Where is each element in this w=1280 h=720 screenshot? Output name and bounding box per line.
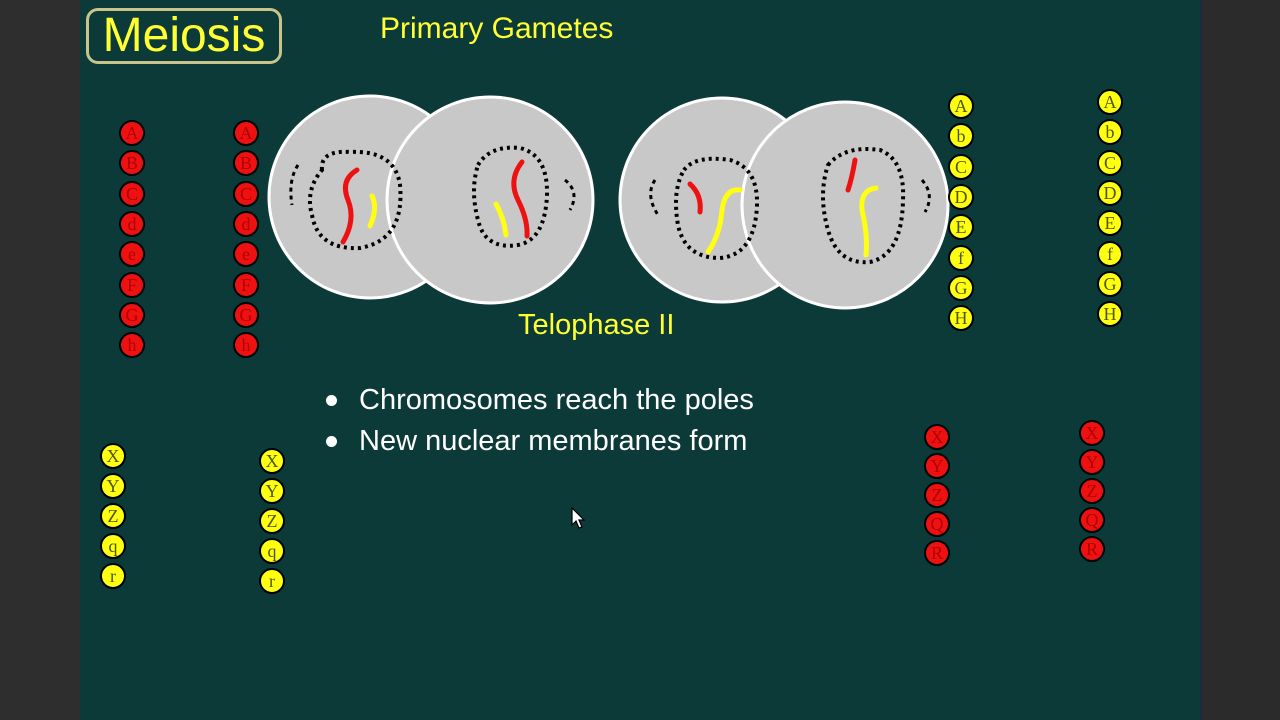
chromosome-yellow bbox=[705, 187, 743, 255]
allele-red: Z bbox=[924, 482, 950, 508]
phase-label: Telophase II bbox=[518, 309, 675, 341]
nuclear-membrane bbox=[821, 147, 906, 265]
mouse-cursor-icon bbox=[571, 507, 585, 529]
allele-yellow: q bbox=[100, 533, 126, 559]
allele-yellow: Y bbox=[259, 478, 285, 504]
slide-subtitle: Primary Gametes bbox=[380, 12, 614, 45]
spindle-remnant bbox=[649, 179, 660, 216]
allele-yellow: X bbox=[259, 448, 285, 474]
chromosome-red bbox=[687, 181, 703, 215]
chromosome-yellow bbox=[493, 201, 509, 238]
right-margin bbox=[1200, 0, 1280, 720]
cell-left-b bbox=[385, 95, 595, 305]
allele-yellow: H bbox=[948, 305, 974, 332]
allele-red: A bbox=[233, 120, 259, 146]
chromosome-yellow bbox=[859, 185, 879, 258]
allele-yellow: Y bbox=[100, 473, 126, 499]
bullet-item: Chromosomes reach the poles bbox=[322, 380, 754, 421]
allele-yellow: f bbox=[1097, 240, 1123, 267]
bullet-text: Chromosomes reach the poles bbox=[359, 384, 754, 416]
bullet-dot bbox=[326, 436, 337, 447]
allele-red: Z bbox=[1079, 478, 1105, 504]
allele-yellow: f bbox=[948, 244, 974, 271]
bullet-list: Chromosomes reach the poles New nuclear … bbox=[322, 380, 754, 462]
allele-yellow: X bbox=[100, 443, 126, 469]
allele-yellow: E bbox=[1097, 210, 1123, 237]
allele-yellow: b bbox=[1097, 119, 1123, 146]
chromosome-yellow bbox=[367, 193, 378, 229]
cell-right-b bbox=[740, 100, 950, 310]
allele-red: F bbox=[119, 271, 145, 298]
allele-red: Q bbox=[1079, 507, 1105, 533]
allele-red: F bbox=[233, 271, 259, 298]
allele-red: A bbox=[119, 120, 145, 146]
allele-red: X bbox=[924, 424, 950, 450]
nuclear-membrane bbox=[472, 145, 550, 248]
allele-red: R bbox=[924, 540, 950, 566]
allele-red: C bbox=[119, 180, 145, 207]
spindle-remnant bbox=[920, 179, 931, 213]
allele-yellow: r bbox=[259, 568, 285, 594]
allele-yellow: H bbox=[1097, 301, 1123, 328]
allele-yellow: C bbox=[1097, 149, 1123, 176]
allele-red: R bbox=[1079, 536, 1105, 562]
allele-yellow: G bbox=[948, 274, 974, 301]
allele-red: X bbox=[1079, 420, 1105, 446]
allele-yellow: C bbox=[948, 153, 974, 180]
chromosome-red bbox=[340, 167, 360, 245]
slide-title: Meiosis bbox=[102, 9, 266, 62]
allele-red: h bbox=[233, 332, 259, 359]
slide-canvas bbox=[80, 0, 1200, 720]
bullet-item: New nuclear membranes form bbox=[322, 421, 754, 462]
allele-yellow: b bbox=[948, 123, 974, 150]
title-box: Meiosis bbox=[86, 8, 282, 64]
allele-yellow: E bbox=[948, 214, 974, 241]
nuclear-membrane bbox=[674, 156, 760, 261]
spindle-remnant bbox=[289, 164, 300, 206]
allele-red: C bbox=[233, 180, 259, 207]
allele-red: e bbox=[119, 241, 145, 268]
nuclear-membrane bbox=[308, 149, 403, 251]
allele-red: h bbox=[119, 332, 145, 359]
spindle-remnant bbox=[564, 178, 576, 211]
allele-red: d bbox=[119, 210, 145, 237]
allele-red: Q bbox=[924, 511, 950, 537]
bullet-text: New nuclear membranes form bbox=[359, 425, 748, 457]
allele-red: B bbox=[233, 150, 259, 177]
bullet-dot bbox=[326, 395, 337, 406]
allele-red: d bbox=[233, 210, 259, 237]
chromosome-red bbox=[845, 157, 858, 193]
right-cell-pair bbox=[618, 96, 950, 310]
allele-red: e bbox=[233, 241, 259, 268]
allele-yellow: Z bbox=[100, 503, 126, 529]
allele-red: G bbox=[233, 301, 259, 328]
chromosome-red bbox=[511, 159, 530, 239]
allele-yellow: Z bbox=[259, 508, 285, 534]
allele-yellow: A bbox=[948, 93, 974, 119]
allele-yellow: G bbox=[1097, 270, 1123, 297]
allele-yellow: D bbox=[1097, 179, 1123, 206]
allele-yellow: A bbox=[1097, 89, 1123, 115]
allele-yellow: r bbox=[100, 563, 126, 589]
allele-red: G bbox=[119, 301, 145, 328]
allele-yellow: D bbox=[948, 183, 974, 210]
allele-red: Y bbox=[1079, 449, 1105, 475]
allele-red: B bbox=[119, 150, 145, 177]
allele-yellow: q bbox=[259, 538, 285, 564]
left-margin bbox=[0, 0, 80, 720]
left-cell-pair bbox=[267, 94, 595, 305]
allele-red: Y bbox=[924, 453, 950, 479]
